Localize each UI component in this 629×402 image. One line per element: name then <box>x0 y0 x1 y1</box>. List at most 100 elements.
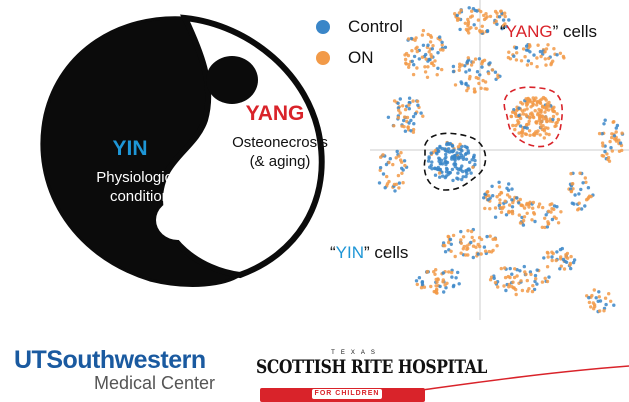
cell-point <box>434 284 438 288</box>
cell-points <box>377 6 625 314</box>
cell-point <box>535 65 539 69</box>
cell-point <box>612 134 617 138</box>
cell-point <box>476 18 481 22</box>
cell-point <box>554 258 558 263</box>
cell-point <box>493 215 498 219</box>
cell-point <box>433 166 437 171</box>
cell-point <box>514 292 518 297</box>
cell-point <box>554 216 558 221</box>
cell-point <box>519 279 523 283</box>
cell-point <box>507 210 511 215</box>
cell-point <box>531 200 536 205</box>
cell-point <box>446 172 450 177</box>
utsw-logo: UTSouthwestern Medical Center <box>14 346 215 394</box>
cell-point <box>562 267 567 271</box>
cell-point <box>440 162 445 166</box>
cell-point <box>458 27 462 32</box>
cell-point <box>535 268 539 272</box>
cell-point <box>417 276 422 280</box>
cell-point <box>579 207 584 211</box>
cell-point <box>538 49 543 54</box>
cell-point <box>506 188 511 192</box>
cell-point <box>455 13 459 18</box>
cell-point <box>396 101 400 106</box>
cell-point <box>477 81 481 86</box>
cell-point <box>378 166 383 170</box>
cell-point <box>508 57 513 61</box>
cell-point <box>493 280 498 285</box>
cell-point <box>435 280 439 284</box>
cell-point <box>504 213 509 217</box>
cell-point <box>463 21 467 25</box>
cell-point <box>457 282 461 286</box>
cell-point <box>441 174 445 178</box>
cell-point <box>474 26 478 30</box>
cell-point <box>514 58 519 62</box>
cell-point <box>407 62 411 67</box>
cell-point <box>410 49 414 53</box>
cell-point <box>427 57 431 62</box>
cell-point <box>481 78 485 83</box>
cell-point <box>440 40 444 44</box>
cell-point <box>422 285 427 289</box>
cell-point <box>420 280 424 285</box>
cell-point <box>397 108 401 113</box>
cell-point <box>560 246 564 251</box>
cell-point <box>591 301 595 305</box>
cell-point <box>525 278 529 283</box>
cell-point <box>583 176 587 180</box>
cell-point <box>547 275 551 279</box>
cell-point <box>421 114 425 118</box>
cell-point <box>592 288 596 292</box>
legend-on-swatch <box>316 51 330 65</box>
cell-point <box>577 192 581 196</box>
cell-point <box>470 9 474 13</box>
cell-point <box>430 160 434 164</box>
cell-point <box>451 178 455 183</box>
cell-point <box>532 98 536 103</box>
cell-point <box>445 141 450 145</box>
cell-point <box>614 130 618 134</box>
cell-point <box>493 237 497 241</box>
cell-point <box>608 139 612 144</box>
cell-point <box>497 185 502 189</box>
cell-point <box>479 252 483 256</box>
cell-point <box>443 147 447 151</box>
cell-point <box>517 213 521 217</box>
legend-control-swatch <box>316 20 330 34</box>
cell-point <box>537 119 541 123</box>
cell-point <box>525 107 529 111</box>
cell-point <box>443 250 448 254</box>
cell-point <box>531 206 535 210</box>
cell-point <box>501 18 506 22</box>
cell-point <box>472 153 476 157</box>
cell-point <box>453 154 457 158</box>
cell-point <box>546 220 550 224</box>
cell-point <box>594 296 598 300</box>
cell-point <box>578 171 582 175</box>
cell-point <box>533 219 537 224</box>
cell-point <box>489 275 494 279</box>
cell-point <box>546 251 550 255</box>
cell-point <box>456 16 460 21</box>
cell-point <box>485 234 489 239</box>
cell-point <box>559 264 563 268</box>
cell-point <box>444 162 448 167</box>
cell-point <box>569 266 573 271</box>
cell-point <box>447 240 451 245</box>
cell-point <box>571 260 576 265</box>
cell-point <box>525 211 529 215</box>
cell-point <box>522 215 527 219</box>
cell-point <box>526 289 530 293</box>
cell-point <box>607 292 611 296</box>
cell-point <box>514 287 518 292</box>
legend-on-label: ON <box>348 48 374 67</box>
cell-point <box>610 135 614 140</box>
cell-point <box>524 48 529 52</box>
yin-yang-symbol-icon <box>40 14 325 287</box>
cell-point <box>521 131 525 135</box>
cell-point <box>515 196 519 200</box>
cell-point <box>411 130 416 134</box>
cell-point <box>452 283 456 288</box>
cell-point <box>403 107 408 112</box>
